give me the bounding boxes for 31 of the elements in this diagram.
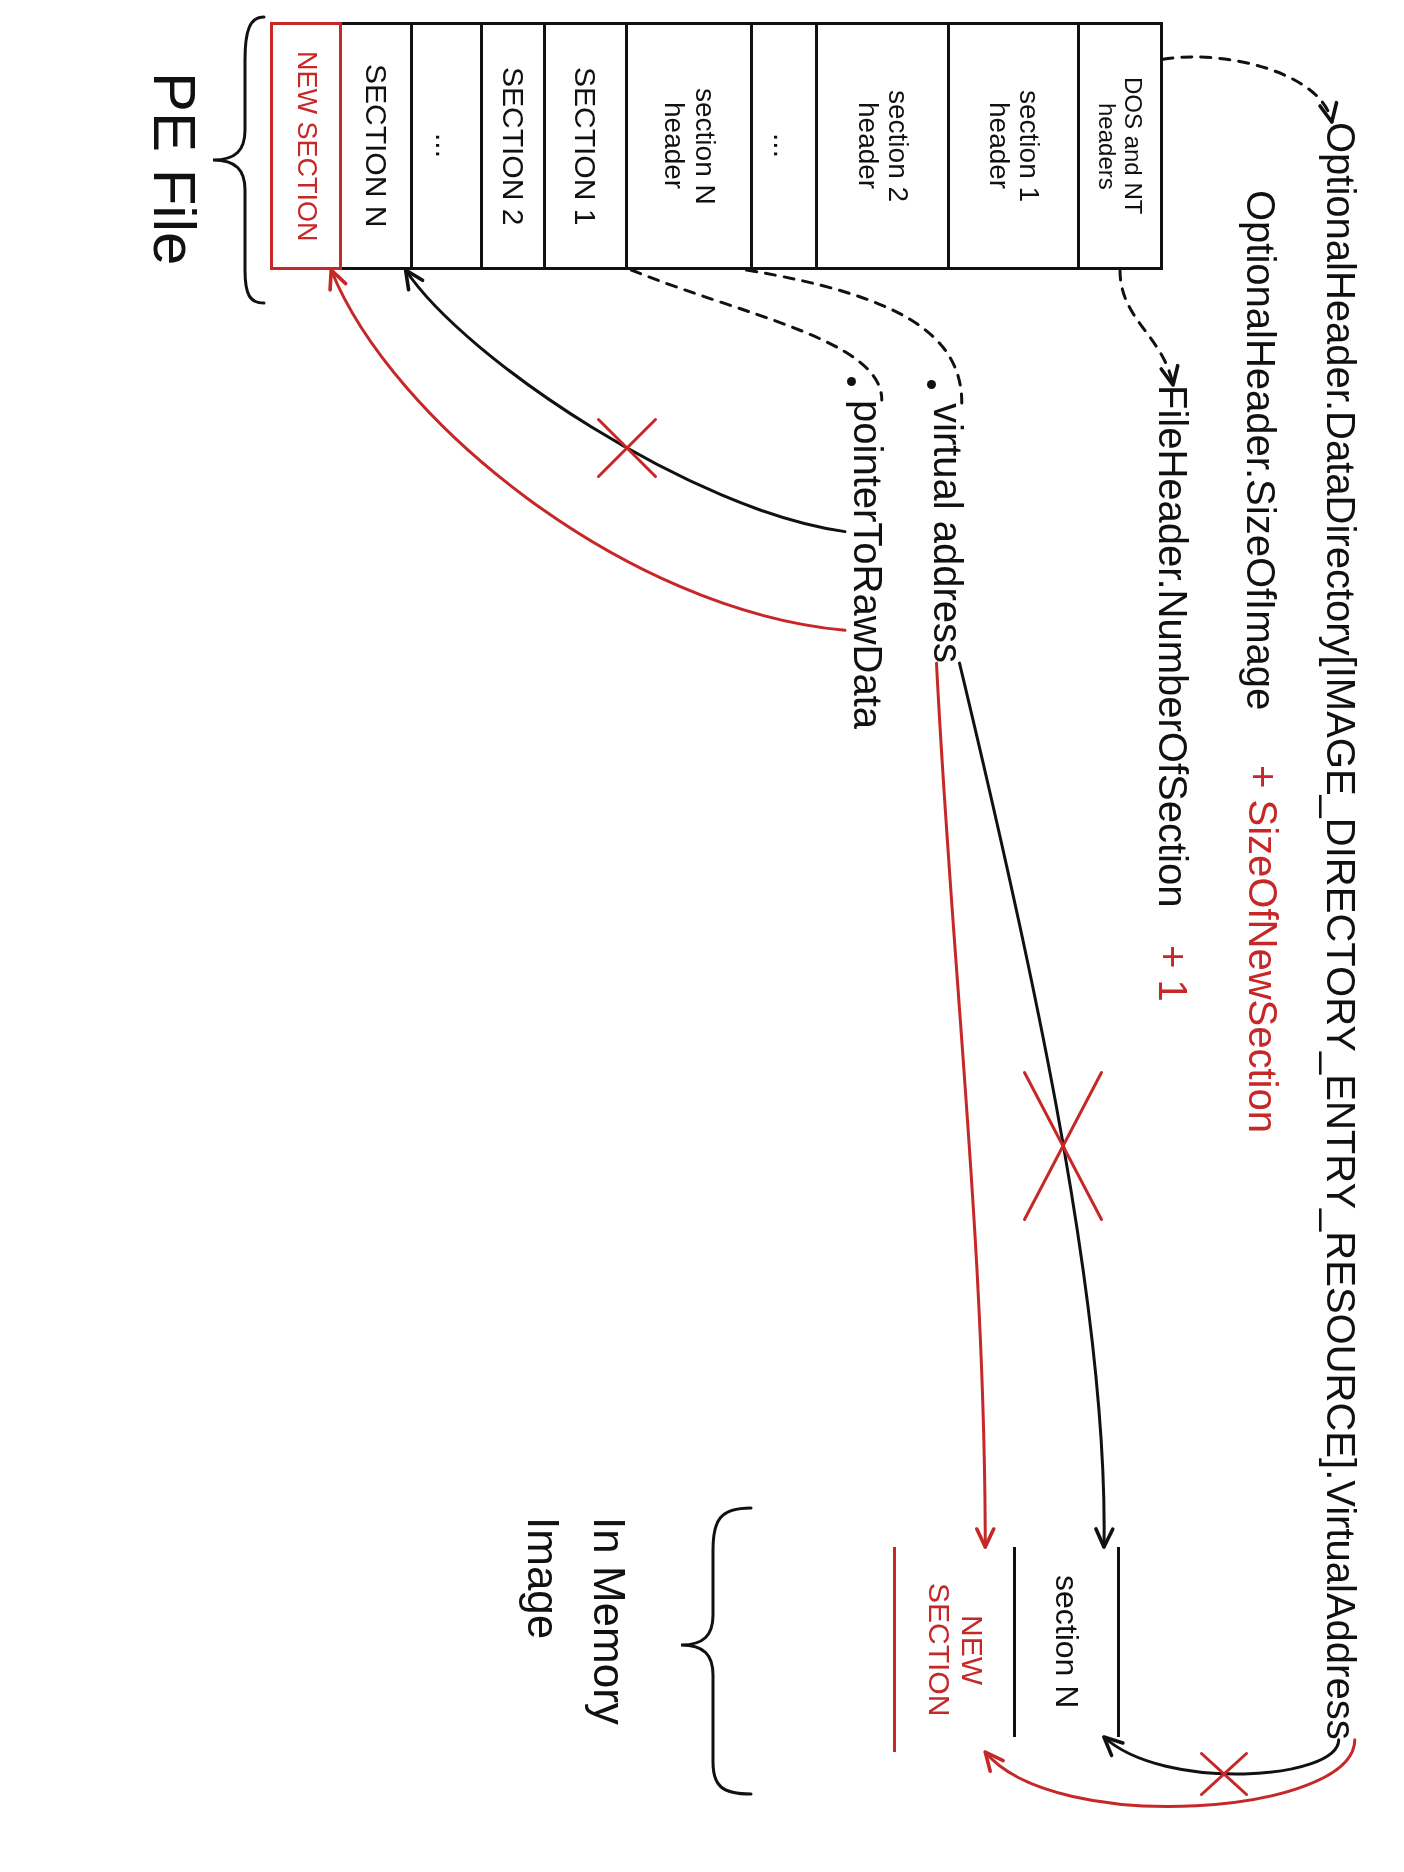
section-cell: SECTION 1 <box>543 22 628 270</box>
expression-label: FileHeader.NumberOfSection <box>1150 385 1196 908</box>
dashed-connector-line <box>629 268 884 402</box>
memory-region: NEW SECTION <box>893 1547 1016 1752</box>
dashed-connector-line <box>745 268 964 405</box>
dashed-arrow <box>1118 268 1179 387</box>
annotation-label: + SizeOfNewSection <box>1240 765 1286 1133</box>
section-cell: SECTION N <box>339 22 413 270</box>
section-cell: section N header <box>625 22 753 270</box>
section-cell: ... <box>750 22 818 270</box>
expression-label: OptionalHeader.DataDirectory[IMAGE_DIRECTORY_ENTRY_RESOURCE].VirtualAddress <box>1318 122 1364 1740</box>
section-cell: DOS and NT headers <box>1077 22 1163 270</box>
dashed-arrow <box>1161 55 1336 124</box>
section-cell: SECTION 2 <box>480 22 546 270</box>
arrow <box>1102 1735 1341 1776</box>
section-cell: section 1 header <box>947 22 1080 270</box>
expression-label: OptionalHeader.SizeOfImage <box>1238 190 1284 711</box>
annotation-label: + 1 <box>1150 945 1196 1002</box>
arrow <box>329 268 847 632</box>
arrow <box>935 661 996 1549</box>
arrow <box>958 661 1114 1549</box>
arrow <box>403 268 847 534</box>
arrow <box>983 1738 1357 1808</box>
memory-region: section N <box>1013 1547 1120 1737</box>
section-cell: ... <box>410 22 483 270</box>
section-cell: NEW SECTION <box>270 22 342 270</box>
field-label: pointerToRawData <box>845 400 891 730</box>
brace-label: PE File <box>140 72 209 266</box>
field-label: virtual address <box>925 403 971 664</box>
section-cell: section 2 header <box>815 22 950 270</box>
brace-label: In Memory Image <box>518 1517 635 1727</box>
